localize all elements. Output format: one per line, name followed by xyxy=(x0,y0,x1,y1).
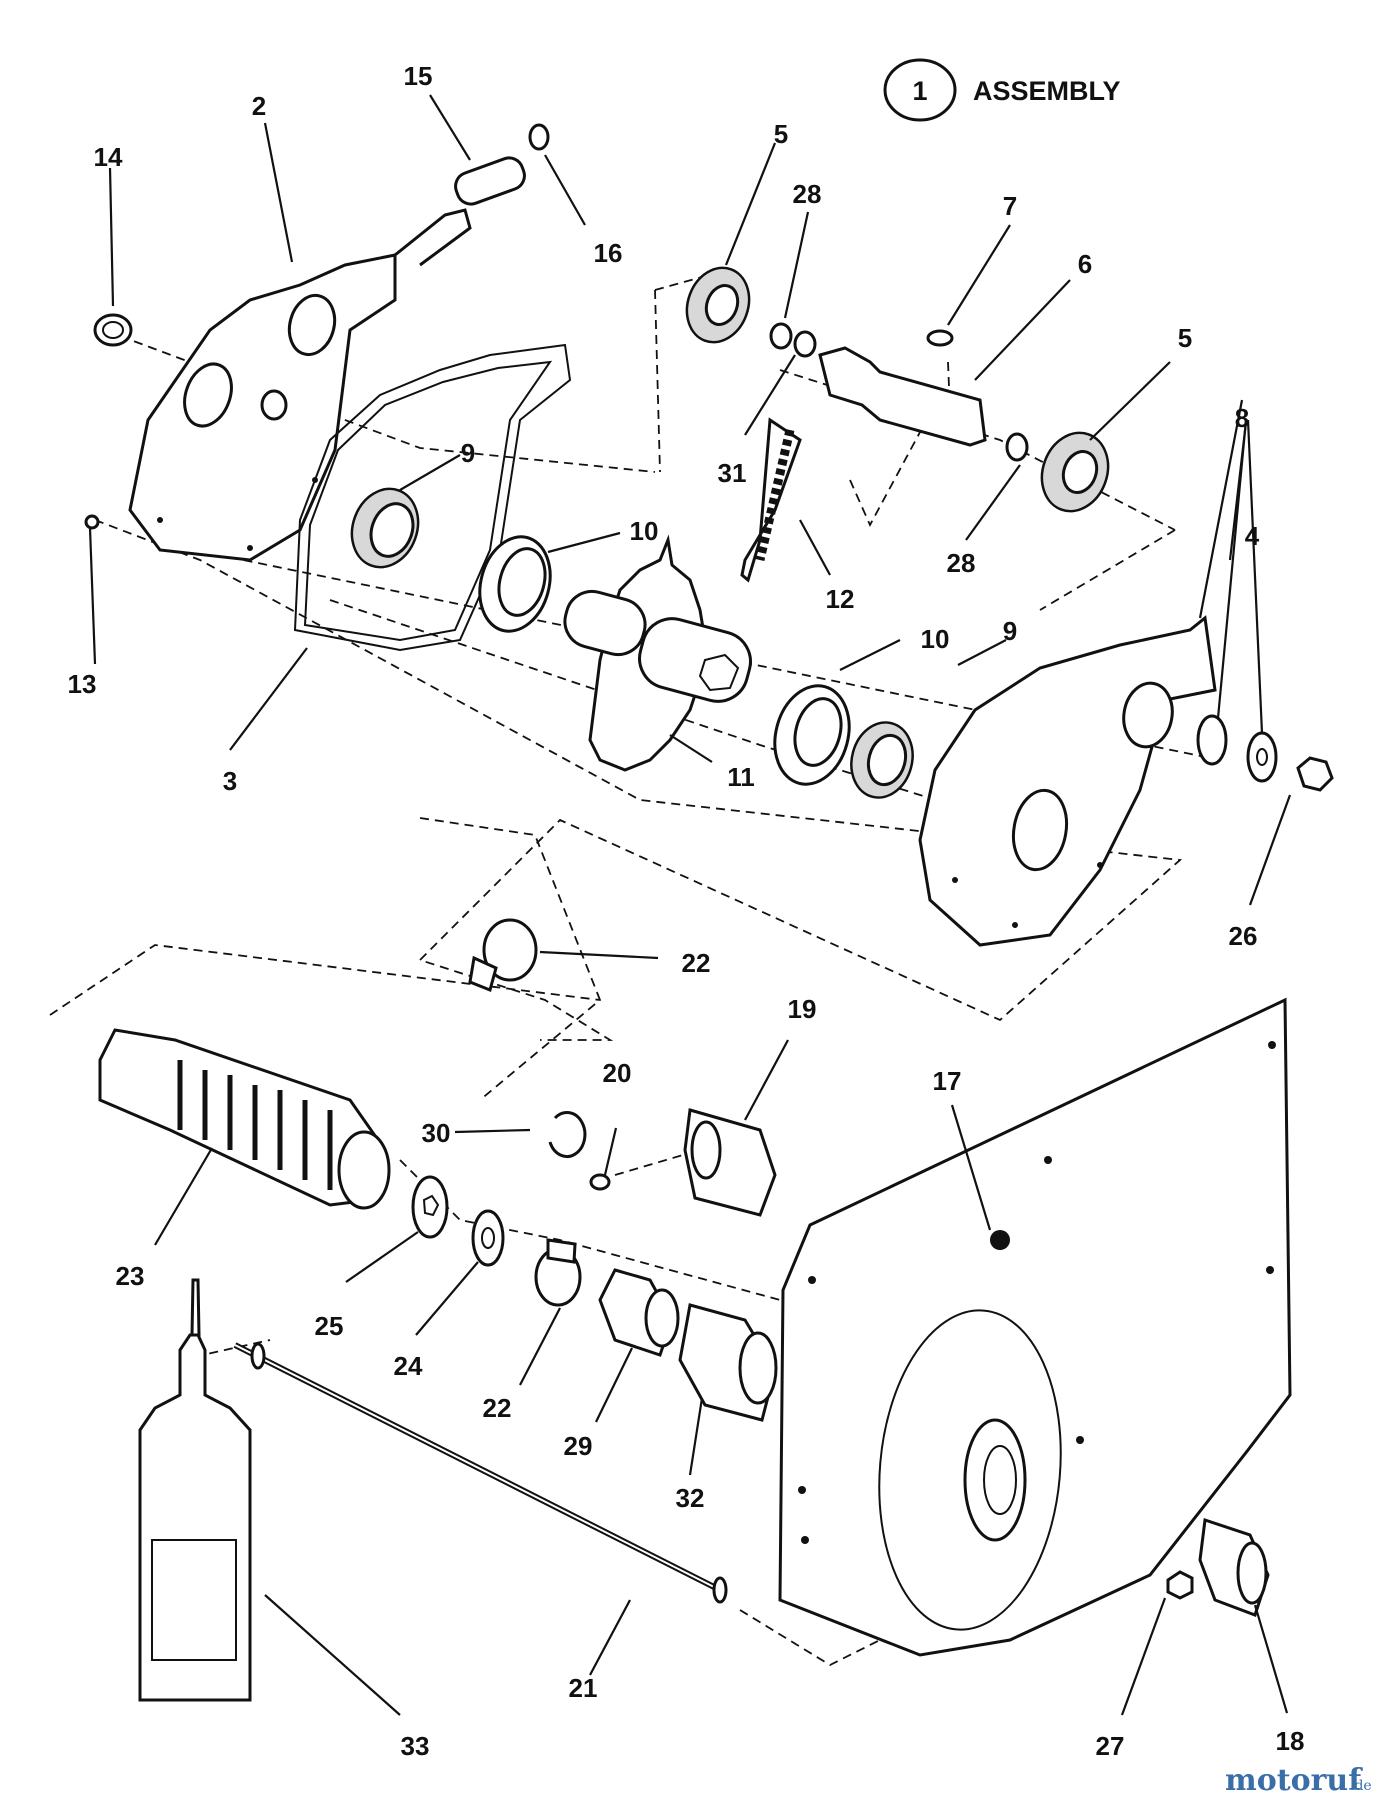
callout-8: 8 xyxy=(1235,403,1249,433)
part-27-nut xyxy=(1166,1570,1194,1600)
watermark-logo: motoruf .de xyxy=(1225,1763,1372,1798)
callout-9-right: 9 xyxy=(1003,616,1017,646)
part-17-housing-panel xyxy=(778,997,1292,1657)
callout-12: 12 xyxy=(826,584,855,614)
callout-13: 13 xyxy=(68,669,97,699)
callout-16: 16 xyxy=(594,238,623,268)
callout-28-upper: 28 xyxy=(793,179,822,209)
callout-9-left: 9 xyxy=(461,438,475,468)
callout-22-upper: 22 xyxy=(682,948,711,978)
part-12-chain xyxy=(740,417,802,583)
part-23-boot xyxy=(98,1028,391,1210)
assembly-badge: 1 ASSEMBLY xyxy=(883,58,1121,122)
callout-18: 18 xyxy=(1276,1726,1305,1756)
part-28-spacer-right xyxy=(1005,432,1029,462)
callout-33: 33 xyxy=(401,1731,430,1761)
part-3-gasket xyxy=(293,343,572,652)
part-32-housing xyxy=(678,1303,778,1422)
callout-28-right: 28 xyxy=(947,548,976,578)
part-30-snap-ring xyxy=(548,1110,587,1158)
part-13-screw xyxy=(84,514,100,530)
callout-24: 24 xyxy=(394,1351,423,1381)
part-19-coupling xyxy=(683,1108,777,1217)
part-2-cover-plate xyxy=(128,156,526,562)
part-28-31-spacers xyxy=(769,322,817,358)
part-9-bearing-right xyxy=(850,721,914,799)
callout-30: 30 xyxy=(422,1118,451,1148)
part-7-key xyxy=(926,329,954,347)
part-22-clamp-upper xyxy=(468,918,538,993)
callout-10-left: 10 xyxy=(630,516,659,546)
part-33-bottle xyxy=(138,1278,252,1702)
callout-21: 21 xyxy=(569,1673,598,1703)
part-9-bearing-left xyxy=(350,487,420,569)
callout-26: 26 xyxy=(1229,921,1258,951)
callout-6: 6 xyxy=(1078,249,1092,279)
part-5-bearing-upper xyxy=(685,266,751,344)
watermark-tld: .de xyxy=(1350,1778,1372,1794)
callout-27: 27 xyxy=(1096,1731,1125,1761)
callout-7: 7 xyxy=(1003,191,1017,221)
part-29-bushing xyxy=(598,1268,680,1357)
part-11-sprocket xyxy=(563,534,752,772)
part-22-clamp-lower xyxy=(534,1238,582,1307)
part-6-shaft xyxy=(818,346,987,447)
callout-22-lower: 22 xyxy=(483,1393,512,1423)
callout-5-right: 5 xyxy=(1178,323,1192,353)
callout-numbers: 2 3 4 5 5 6 7 8 9 9 10 10 11 12 13 14 15… xyxy=(68,61,1305,1761)
part-25-hex-washer xyxy=(411,1175,449,1239)
callout-2: 2 xyxy=(252,91,266,121)
part-18-collar xyxy=(1198,1517,1270,1617)
leader-lines xyxy=(88,94,1292,1716)
assembly-badge-circle xyxy=(883,58,957,122)
part-24-washer xyxy=(471,1209,505,1267)
part-10-seal-right xyxy=(773,684,851,786)
callout-3: 3 xyxy=(223,766,237,796)
part-16-ring xyxy=(528,123,550,151)
callout-11: 11 xyxy=(727,762,755,792)
callout-31: 31 xyxy=(718,458,747,488)
callout-20: 20 xyxy=(603,1058,632,1088)
callout-14: 14 xyxy=(94,142,123,172)
part-14-plug xyxy=(93,313,133,347)
assembly-label: ASSEMBLY xyxy=(973,76,1121,106)
callout-15: 15 xyxy=(404,61,433,91)
part-5-bearing-right xyxy=(1040,431,1110,513)
part-21-tie-rod xyxy=(233,1342,728,1604)
callout-5-upper: 5 xyxy=(774,119,788,149)
part-10-seal-left xyxy=(478,535,552,633)
watermark-brand: motoruf xyxy=(1225,1763,1363,1798)
callout-17: 17 xyxy=(933,1066,962,1096)
assembly-number: 1 xyxy=(912,76,927,106)
callout-4: 4 xyxy=(1245,521,1260,551)
callout-10-right: 10 xyxy=(921,624,950,654)
callout-32: 32 xyxy=(676,1483,705,1513)
callout-19: 19 xyxy=(788,994,817,1024)
part-26-nut xyxy=(1296,756,1334,792)
part-8-front-cover xyxy=(918,615,1217,947)
part-4-washers xyxy=(1196,714,1278,783)
callout-23: 23 xyxy=(116,1261,145,1291)
part-20-set-screw xyxy=(589,1173,611,1191)
callout-25: 25 xyxy=(315,1311,344,1341)
callout-29: 29 xyxy=(564,1431,593,1461)
